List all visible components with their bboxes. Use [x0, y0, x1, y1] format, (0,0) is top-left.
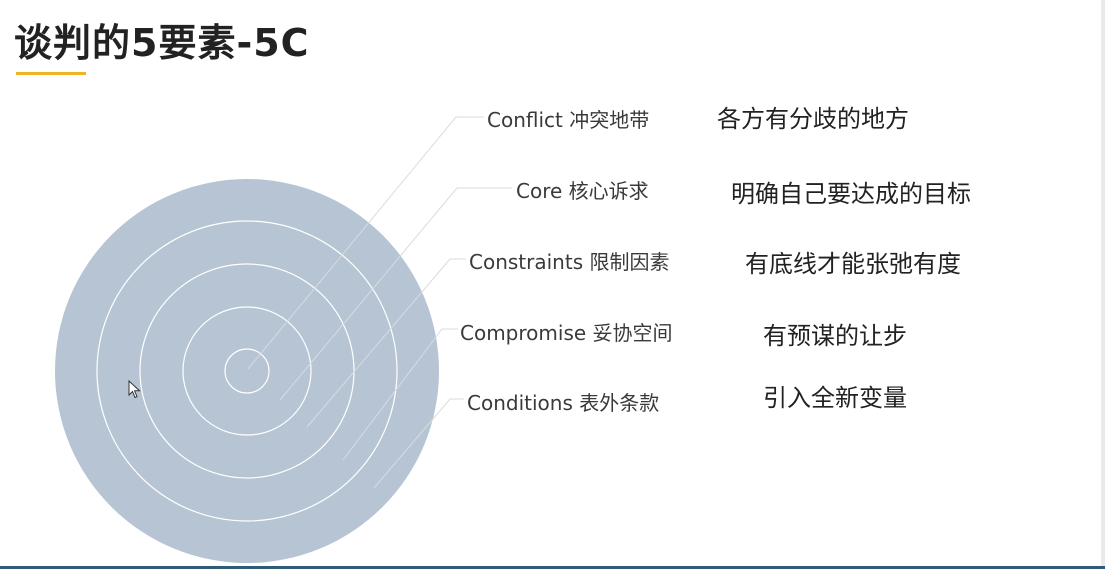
- desc-constraints: 有底线才能张弛有度: [745, 250, 961, 278]
- right-edge-strip: [1101, 0, 1105, 569]
- ring-5: [55, 179, 439, 563]
- term-core: Core 核心诉求: [516, 179, 649, 203]
- desc-conflict: 各方有分歧的地方: [717, 105, 909, 133]
- term-conflict: Conflict 冲突地带: [487, 108, 650, 132]
- title-underline: [16, 72, 86, 75]
- leader-line-2: [279, 187, 512, 401]
- leader-line-4: [342, 328, 458, 461]
- ring-1: [224, 348, 270, 394]
- ring-2: [182, 306, 312, 436]
- term-compromise: Compromise 妥协空间: [460, 321, 673, 345]
- ring-4: [96, 220, 398, 522]
- slide-title: 谈判的5要素-5C: [14, 21, 310, 65]
- desc-compromise: 有预谋的让步: [763, 322, 907, 350]
- ring-3: [139, 263, 355, 479]
- leader-line-5: [373, 398, 464, 489]
- desc-conditions: 引入全新变量: [763, 384, 907, 412]
- bottom-edge-strip: [0, 566, 1105, 569]
- leader-line-1: [247, 116, 484, 370]
- leader-line-3: [306, 258, 466, 428]
- term-conditions: Conditions 表外条款: [467, 391, 660, 415]
- mouse-pointer-icon: [128, 380, 141, 399]
- term-constraints: Constraints 限制因素: [469, 250, 670, 274]
- desc-core: 明确自己要达成的目标: [731, 180, 971, 208]
